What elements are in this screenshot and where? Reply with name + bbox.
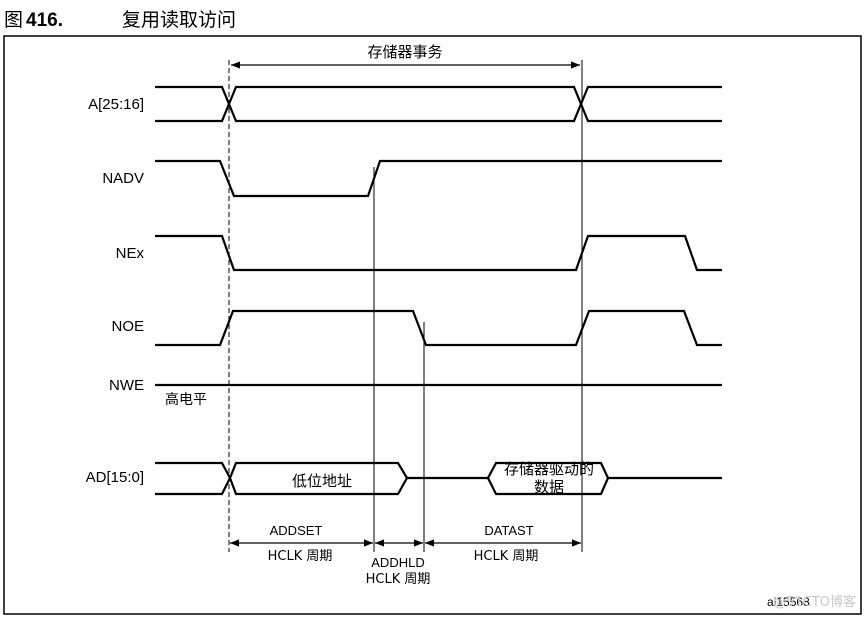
waveforms (155, 85, 722, 496)
signal-label-nex: NEx (116, 245, 145, 262)
nwe-level-note: 高电平 (165, 391, 207, 408)
datast-name: DATAST (484, 523, 533, 538)
wave-address-high (155, 85, 722, 123)
wave-nadv (155, 159, 722, 198)
signal-label-noe: NOE (111, 318, 144, 335)
addset-unit: HCLK 周期 (268, 549, 333, 564)
signal-label-nadv: NADV (102, 170, 144, 187)
address-phase-label: 低位地址 (292, 472, 352, 490)
addset-name: ADDSET (270, 523, 323, 538)
wave-noe (155, 309, 722, 347)
datast-unit: HCLK 周期 (474, 549, 539, 564)
reference-lines (228, 60, 583, 552)
transaction-label: 存储器事务 (367, 43, 442, 61)
figure-number: 416. (26, 10, 63, 31)
data-phase-label-line2: 数据 (534, 478, 564, 496)
signal-label-nwe: NWE (109, 377, 144, 394)
addhld-name: ADDHLD (371, 555, 424, 570)
signal-label-address-high: A[25:16] (88, 96, 144, 113)
diagram-frame (3, 35, 862, 615)
figure-label: 图 (4, 9, 23, 31)
signal-label-address-data: AD[15:0] (86, 469, 144, 486)
addhld-unit: HCLK 周期 (366, 572, 431, 587)
watermark: @51CTO博客 (773, 594, 856, 610)
wave-address-data (155, 461, 722, 496)
wave-nex (155, 234, 722, 272)
figure-caption: 复用读取访问 (122, 9, 236, 31)
data-phase-label-line1: 存储器驱动的 (504, 460, 594, 478)
figure-id: ai15568 (767, 595, 810, 609)
